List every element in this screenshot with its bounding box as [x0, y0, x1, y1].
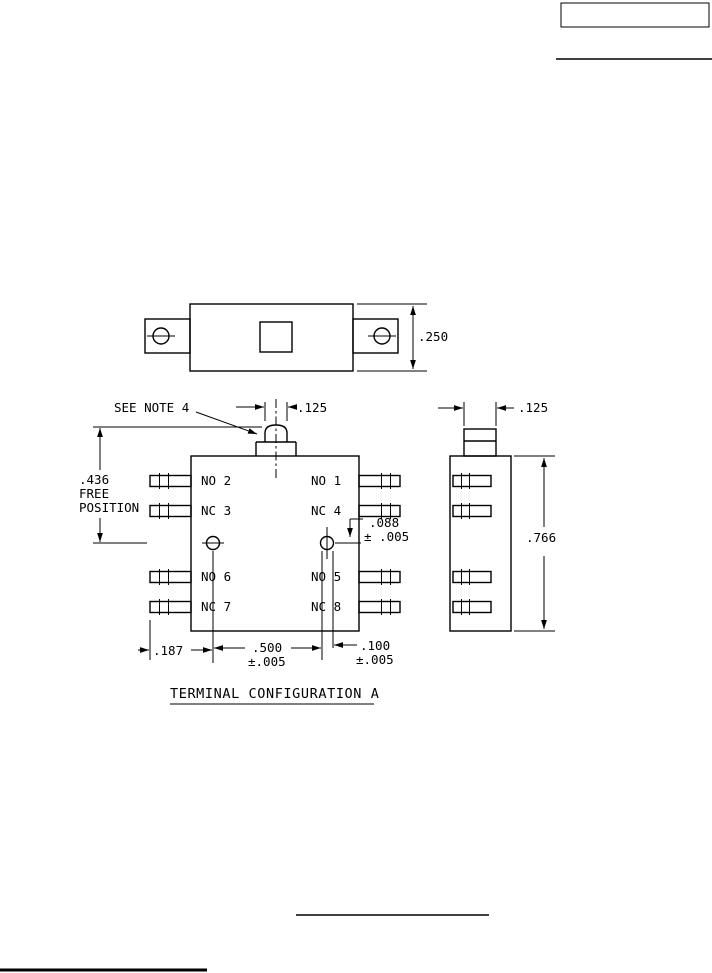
terminal	[358, 600, 401, 614]
top-view-body	[189, 303, 354, 372]
terminal	[149, 504, 192, 518]
top-view: .250	[144, 303, 448, 372]
label-nc-7: NC 7	[201, 599, 231, 614]
drawing-title: TERMINAL CONFIGURATION A	[170, 686, 379, 702]
terminals-side	[452, 473, 492, 615]
terminal	[452, 504, 492, 518]
dim-100-text: .100	[360, 638, 390, 653]
top-view-plunger	[259, 321, 293, 353]
top-view-left-ear	[144, 318, 191, 354]
side-view-body	[449, 455, 512, 632]
dim-436: .436 FREE POSITION	[79, 426, 262, 544]
terminals-left	[149, 473, 192, 615]
dim-250-text: .250	[418, 329, 448, 344]
dim-125-text: .125	[297, 400, 327, 415]
terminal	[358, 474, 401, 488]
caption: TERMINAL CONFIGURATION A	[170, 686, 379, 705]
label-no-5: NO 5	[311, 569, 341, 584]
dim-125-side: .125	[438, 400, 548, 426]
label-nc-8: NC 8	[311, 599, 341, 614]
front-view: SEE NOTE 4 .125 .436 FREE POSITION	[79, 399, 409, 669]
form-box	[560, 2, 710, 28]
free-text: FREE	[79, 486, 109, 501]
side-view: .125 .766	[438, 400, 556, 632]
dim-187-text: .187	[153, 643, 183, 658]
terminal	[149, 570, 192, 584]
dim-766: .766	[514, 455, 556, 632]
dim-088-text: .088	[369, 515, 399, 530]
label-no-6: NO 6	[201, 569, 231, 584]
label-no-1: NO 1	[311, 473, 341, 488]
dim-436-text: .436	[79, 472, 109, 487]
dim-100-tol-text: ±.005	[356, 652, 394, 667]
label-nc-4: NC 4	[311, 503, 341, 518]
terminal	[358, 504, 401, 518]
label-nc-3: NC 3	[201, 503, 231, 518]
dim-500: .500 ±.005	[214, 640, 321, 669]
dim-187: .187	[138, 643, 212, 658]
terminal	[149, 474, 192, 488]
plunger	[255, 399, 297, 478]
terminals-right	[358, 473, 401, 615]
dim-125-side-text: .125	[518, 400, 548, 415]
label-no-2: NO 2	[201, 473, 231, 488]
terminal	[452, 600, 492, 614]
dim-088: .088 ± .005	[335, 515, 409, 544]
terminal	[149, 600, 192, 614]
dim-766-text: .766	[526, 530, 556, 545]
terminal	[452, 474, 492, 488]
dim-088-tol-text: ± .005	[364, 529, 409, 544]
terminal	[452, 570, 492, 584]
dim-125-front: .125	[236, 400, 327, 421]
dim-500-text: .500	[252, 640, 282, 655]
form-header	[556, 2, 712, 60]
note-callout: SEE NOTE 4	[114, 400, 258, 435]
top-view-right-ear	[352, 318, 399, 354]
dim-500-tol-text: ±.005	[248, 654, 286, 669]
leader-line	[195, 411, 258, 435]
terminal	[358, 570, 401, 584]
side-plunger	[463, 428, 497, 457]
dim-250: .250	[357, 303, 448, 372]
dim-100: .100 ±.005	[334, 638, 394, 667]
position-text: POSITION	[79, 500, 139, 515]
see-note-text: SEE NOTE 4	[114, 400, 189, 415]
